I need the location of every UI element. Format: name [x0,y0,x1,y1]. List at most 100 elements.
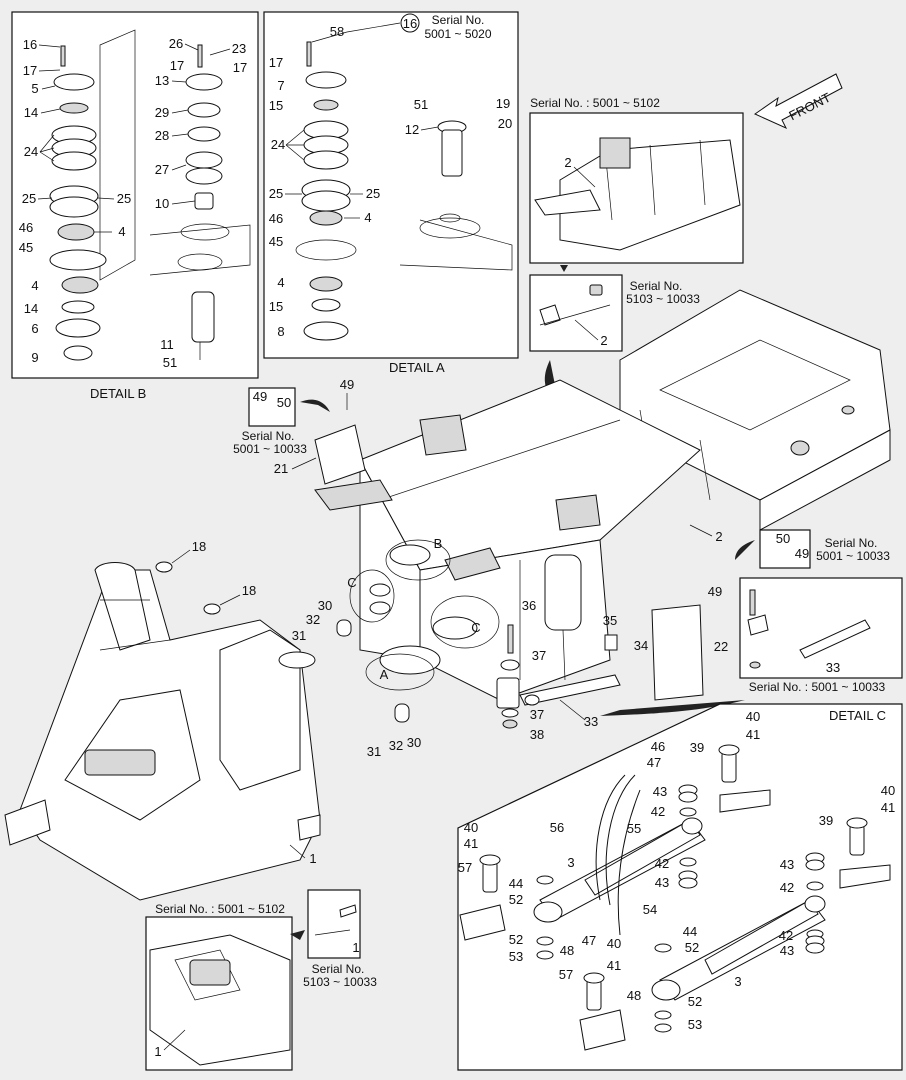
serial-range: 5001 ~ 5020 [424,27,491,41]
callout: 17 [233,60,247,75]
callout: 48 [560,943,574,958]
callout: 23 [232,41,246,56]
serial-label: Serial No. [630,279,683,293]
callout: 57 [458,860,472,875]
callout: 27 [155,162,169,177]
callout: 1 [309,851,316,866]
callout: 33 [826,660,840,675]
serial-box-50-49: 50 49 Serial No. 5001 ~ 10033 [735,529,890,569]
callout: 40 [746,709,760,724]
callout: 44 [509,876,523,891]
detail-a-title: DETAIL A [389,360,445,375]
callout: 4 [277,275,284,290]
callout: 40 [464,820,478,835]
callout: 5 [31,81,38,96]
loader-frame: 18 18 1 [4,539,321,901]
callout: 43 [780,943,794,958]
callout: 52 [509,892,523,907]
callout: 11 [160,337,174,352]
callout: 52 [685,940,699,955]
callout: 42 [779,928,793,943]
serial-label: Serial No. [312,962,365,976]
callout: 30 [318,598,332,613]
callout: 49 [253,389,267,404]
detail-c-panel: DETAIL C [457,703,903,1071]
callout: 7 [277,78,284,93]
callout: 52 [509,932,523,947]
callout: 46 [651,739,665,754]
callout: 57 [559,967,573,982]
callout: 51 [163,355,177,370]
callout: 1 [154,1044,161,1059]
callout: 45 [269,234,283,249]
callout: 21 [274,461,288,476]
callout: 24 [271,137,285,152]
callout: 4 [118,224,125,239]
callout: 40 [607,936,621,951]
callout: 34 [634,638,648,653]
serial-label: Serial No. [242,429,295,443]
ref-c: C [471,620,480,635]
serial-range: 5001 ~ 10033 [233,442,307,456]
callout: 25 [22,191,36,206]
callout: 56 [550,820,564,835]
callout: 52 [688,994,702,1009]
callout: 47 [582,933,596,948]
callout: 43 [655,875,669,890]
callout: 41 [881,800,895,815]
callout: 30 [407,735,421,750]
callout: 50 [277,395,291,410]
callout: 19 [496,96,510,111]
callout: 46 [19,220,33,235]
callout: 20 [498,116,512,131]
callout: 32 [389,738,403,753]
detail-b-title: DETAIL B [90,386,146,401]
callout: 3 [734,974,741,989]
callout: 37 [530,707,544,722]
serial-inset-5103: 2 Serial No. 5103 ~ 10033 [529,274,700,405]
callout: 26 [169,36,183,51]
callout: 39 [690,740,704,755]
callout: 31 [367,744,381,759]
callout: 12 [405,122,419,137]
callout: 41 [746,727,760,742]
callout: 37 [532,648,546,663]
callout: 28 [155,128,169,143]
callout: 10 [155,196,169,211]
callout: 2 [600,333,607,348]
detail-a-panel: 16 Serial No. 5001 ~ 5020 58 17 7 15 24 … [263,11,519,375]
callout: 47 [647,755,661,770]
callout: 42 [655,856,669,871]
serial-inset-bottom: Serial No. : 5001 ~ 5102 1 1 Serial No. … [145,889,377,1071]
callout: 42 [651,804,665,819]
callout: 15 [269,98,283,113]
callout: 48 [627,988,641,1003]
callout: 41 [607,958,621,973]
callout: 38 [530,727,544,742]
callout: 58 [330,24,344,39]
main-frame-assembly: B C C A 2 49 21 36 37 37 38 35 34 22 49 … [274,289,891,759]
detail-b-panel: 16 17 5 14 24 25 25 46 45 4 4 14 6 9 26 … [11,11,259,401]
callout: 14 [24,105,38,120]
callout: 36 [522,598,536,613]
callout: 55 [627,821,641,836]
serial-range: Serial No. : 5001 ~ 5102 [530,96,660,110]
serial-label: Serial No. [432,13,485,27]
serial-range: 5103 ~ 10033 [303,975,377,989]
callout: 4 [364,210,371,225]
callout: 2 [564,155,571,170]
callout: 29 [155,105,169,120]
callout: 6 [31,321,38,336]
callout: 17 [269,55,283,70]
serial-range: 5001 ~ 10033 [816,549,890,563]
callout: 16 [403,16,417,31]
callout: 1 [352,940,359,955]
callout: 18 [242,583,256,598]
callout: 53 [688,1017,702,1032]
front-arrow: FRONT [753,73,843,130]
callout: 4 [31,278,38,293]
callout: 18 [192,539,206,554]
callout: 53 [509,949,523,964]
callout: 50 [776,531,790,546]
